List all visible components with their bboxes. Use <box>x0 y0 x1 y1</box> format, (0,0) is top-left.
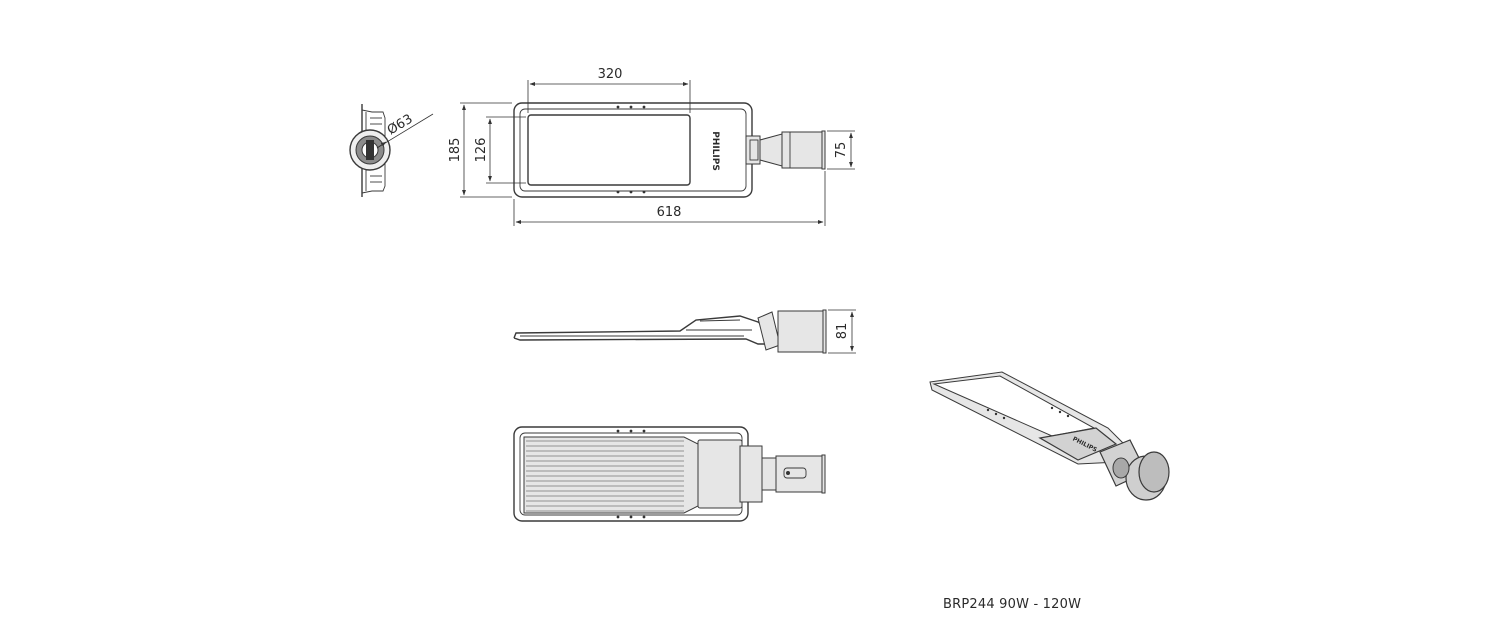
dim-126: 126 <box>474 138 489 163</box>
side-view: 81 <box>513 309 856 354</box>
product-caption: BRP244 90W - 120W <box>943 597 1082 612</box>
philips-logo: PHILIPS <box>710 131 720 171</box>
end-view: Ø63 <box>349 104 434 197</box>
dim-185: 185 <box>448 138 463 163</box>
bottom-view <box>513 426 826 522</box>
dim-81: 81 <box>835 323 850 340</box>
top-view: PHILIPS 320 185 126 618 75 <box>448 67 855 226</box>
dim-320: 320 <box>598 67 623 82</box>
dim-75: 75 <box>834 142 849 159</box>
dim-618: 618 <box>657 205 682 220</box>
isometric-view: PHILIPS <box>929 371 1170 501</box>
